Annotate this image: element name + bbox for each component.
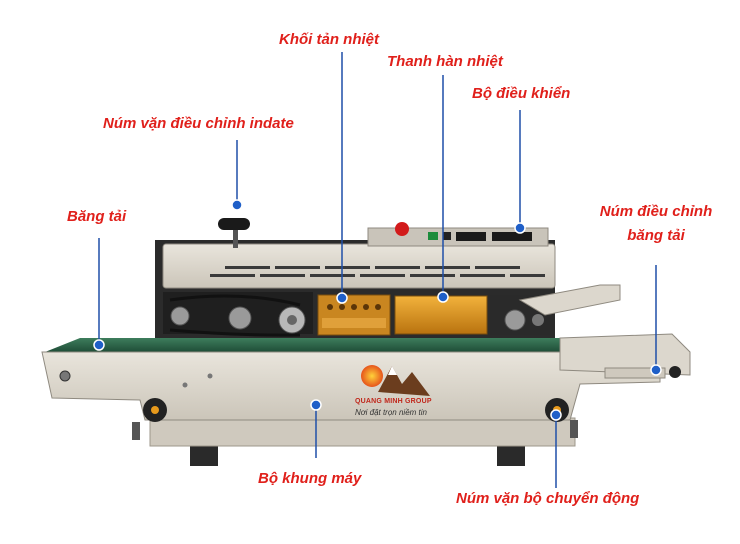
upper-housing	[155, 240, 556, 340]
control-panel	[367, 222, 549, 247]
output-guide	[518, 284, 621, 316]
pulley-drive	[163, 292, 313, 337]
callout-dots	[93, 199, 662, 421]
label-seal-bar: Thanh hàn nhiệt	[387, 53, 503, 70]
heat-sink-block	[317, 294, 391, 336]
emergency-stop-button	[395, 222, 409, 236]
label-conveyor: Băng tải	[67, 208, 127, 225]
label-indate-knob: Núm vặn điều chỉnh indate	[103, 115, 294, 132]
label-drive-knob: Núm vặn bộ chuyển động	[456, 490, 640, 507]
label-heat-block: Khối tản nhiệt	[279, 31, 379, 48]
conveyor-adjust-knob	[669, 366, 681, 378]
brand-name: QUANG MINH GROUP	[355, 398, 432, 405]
left-knob	[132, 398, 167, 440]
label-conveyor-knob-line2: băng tải	[627, 227, 685, 244]
label-conveyor-knob-line1: Núm điều chỉnh	[599, 203, 713, 220]
brand-logo	[361, 365, 430, 396]
label-controller: Bộ điều khiển	[472, 85, 571, 102]
conveyor-belt-surface	[45, 338, 660, 352]
callout-lines	[98, 52, 657, 488]
brand-slogan: Nơi đặt trọn niềm tin	[355, 408, 427, 417]
label-frame: Bộ khung máy	[258, 470, 362, 487]
indate-knob	[218, 218, 250, 248]
base-tray	[149, 417, 576, 447]
